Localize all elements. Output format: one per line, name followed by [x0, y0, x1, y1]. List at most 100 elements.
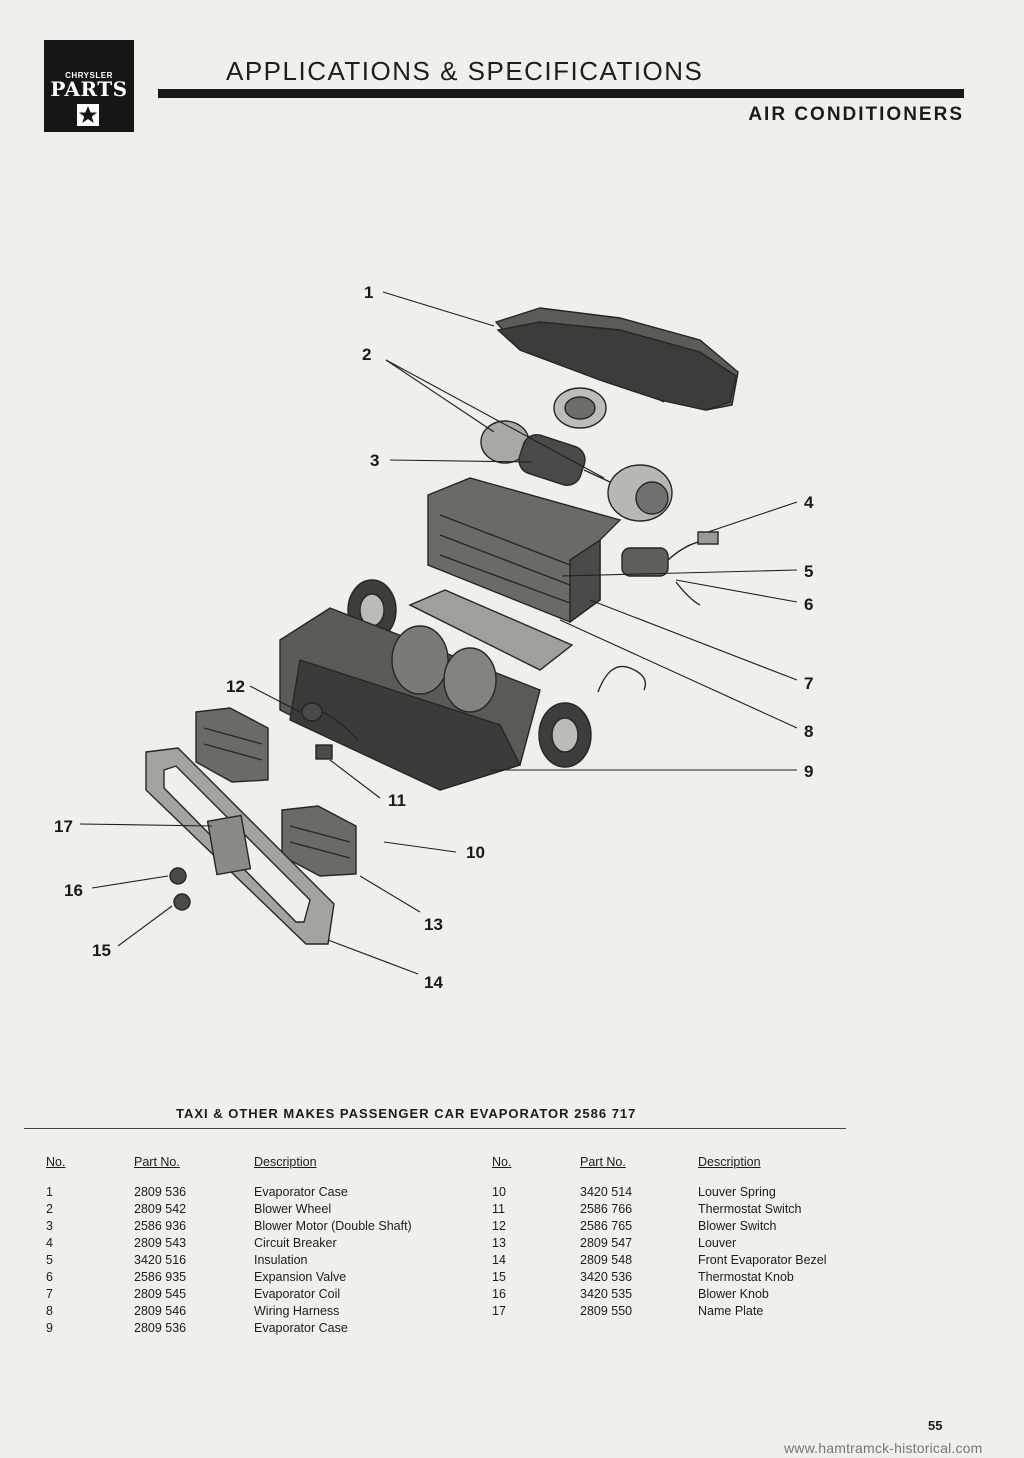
callout-5: 5 — [804, 562, 813, 581]
row-no: 3 — [46, 1219, 53, 1233]
row-part-no: 2586 765 — [580, 1219, 633, 1233]
row-part-no: 2809 546 — [134, 1304, 187, 1318]
blower-motor-part — [518, 434, 611, 486]
row-description: Blower Motor (Double Shaft) — [254, 1219, 412, 1233]
evaporator-case-cover-part — [494, 307, 739, 411]
row-no: 12 — [492, 1219, 506, 1233]
expansion-valve-part — [621, 539, 713, 606]
row-description: Blower Knob — [698, 1287, 769, 1301]
table-row: 11 2586 766 Thermostat Switch — [492, 1201, 892, 1218]
table-row: 4 2809 543 Circuit Breaker — [46, 1235, 446, 1252]
row-description: Evaporator Case — [254, 1321, 348, 1335]
row-no: 9 — [46, 1321, 53, 1335]
table-row: 5 3420 516 Insulation — [46, 1252, 446, 1269]
row-no: 17 — [492, 1304, 506, 1318]
parts-table-title: TAXI & OTHER MAKES PASSENGER CAR EVAPORA… — [176, 1106, 637, 1121]
row-part-no: 2809 550 — [580, 1304, 633, 1318]
callout-4: 4 — [804, 493, 814, 512]
row-part-no: 2809 536 — [134, 1185, 187, 1199]
row-description: Louver Spring — [698, 1185, 776, 1199]
table-row: 1 2809 536 Evaporator Case — [46, 1184, 446, 1201]
logo-line-chrysler: CHRYSLER — [65, 71, 113, 80]
row-description: Blower Wheel — [254, 1202, 332, 1216]
section-subtitle: AIR CONDITIONERS — [748, 104, 964, 125]
row-part-no: 2809 547 — [580, 1236, 633, 1250]
table-row: 3 2586 936 Blower Motor (Double Shaft) — [46, 1218, 446, 1235]
row-part-no: 3420 535 — [580, 1287, 633, 1301]
header-no: No. — [492, 1155, 512, 1169]
callout-1: 1 — [364, 283, 373, 302]
callout-14: 14 — [424, 973, 443, 992]
header-no: No. — [46, 1155, 66, 1169]
table-row: 9 2809 536 Evaporator Case — [46, 1320, 446, 1337]
table-header-row: No. Part No. Description — [46, 1154, 446, 1184]
wiring-harness-part — [597, 665, 647, 693]
row-no: 4 — [46, 1236, 53, 1250]
row-no: 8 — [46, 1304, 53, 1318]
callout-12: 12 — [226, 677, 245, 696]
table-rule — [24, 1128, 846, 1129]
callout-10: 10 — [466, 843, 485, 862]
logo-line-parts: PARTS — [50, 77, 128, 101]
row-no: 5 — [46, 1253, 53, 1267]
row-description: Name Plate — [698, 1304, 764, 1318]
page-number: 55 — [928, 1418, 943, 1433]
row-part-no: 2586 936 — [134, 1219, 187, 1233]
thermostat-switch-part — [315, 744, 333, 760]
callout-16: 16 — [64, 881, 83, 900]
header-part-no: Part No. — [134, 1155, 180, 1169]
circuit-breaker-part — [697, 531, 719, 545]
row-description: Wiring Harness — [254, 1304, 340, 1318]
page-title: APPLICATIONS & SPECIFICATIONS — [226, 56, 704, 86]
insulation-part — [408, 589, 574, 671]
row-no: 10 — [492, 1185, 506, 1199]
row-description: Thermostat Switch — [698, 1202, 802, 1216]
callout-9: 9 — [804, 762, 813, 781]
row-part-no: 2809 536 — [134, 1321, 187, 1335]
row-part-no: 2809 545 — [134, 1287, 187, 1301]
row-part-no: 2586 935 — [134, 1270, 187, 1284]
callout-7: 7 — [804, 674, 813, 693]
row-no: 7 — [46, 1287, 53, 1301]
row-no: 16 — [492, 1287, 506, 1301]
row-no: 14 — [492, 1253, 506, 1267]
blower-switch-part — [301, 702, 359, 741]
row-description: Evaporator Case — [254, 1185, 348, 1199]
row-part-no: 2809 543 — [134, 1236, 187, 1250]
row-description: Front Evaporator Bezel — [698, 1253, 827, 1267]
header-description: Description — [698, 1155, 761, 1169]
row-no: 15 — [492, 1270, 506, 1284]
row-description: Expansion Valve — [254, 1270, 347, 1284]
row-part-no: 3420 516 — [134, 1253, 187, 1267]
leader-lines — [79, 291, 798, 975]
row-part-no: 2809 542 — [134, 1202, 187, 1216]
row-description: Louver — [698, 1236, 737, 1250]
row-description: Blower Switch — [698, 1219, 777, 1233]
row-no: 1 — [46, 1185, 53, 1199]
row-no: 2 — [46, 1202, 53, 1216]
row-part-no: 3420 536 — [580, 1270, 633, 1284]
chrysler-parts-logo: CHRYSLER PARTS — [44, 40, 134, 132]
name-plate-part — [206, 814, 252, 876]
table-row: 16 3420 535 Blower Knob — [492, 1286, 892, 1303]
table-row: 12 2586 765 Blower Switch — [492, 1218, 892, 1235]
row-no: 11 — [492, 1202, 505, 1216]
louver-parts — [195, 707, 357, 877]
table-row: 2 2809 542 Blower Wheel — [46, 1201, 446, 1218]
callout-8: 8 — [804, 722, 813, 741]
row-description: Circuit Breaker — [254, 1236, 337, 1250]
callout-11: 11 — [388, 791, 406, 810]
callout-6: 6 — [804, 595, 813, 614]
callout-2: 2 — [362, 345, 371, 364]
row-part-no: 2586 766 — [580, 1202, 633, 1216]
header-part-no: Part No. — [580, 1155, 626, 1169]
website-credit: www.hamtramck-historical.com — [784, 1440, 983, 1456]
row-description: Thermostat Knob — [698, 1270, 794, 1284]
row-description: Insulation — [254, 1253, 308, 1267]
table-row: 15 3420 536 Thermostat Knob — [492, 1269, 892, 1286]
